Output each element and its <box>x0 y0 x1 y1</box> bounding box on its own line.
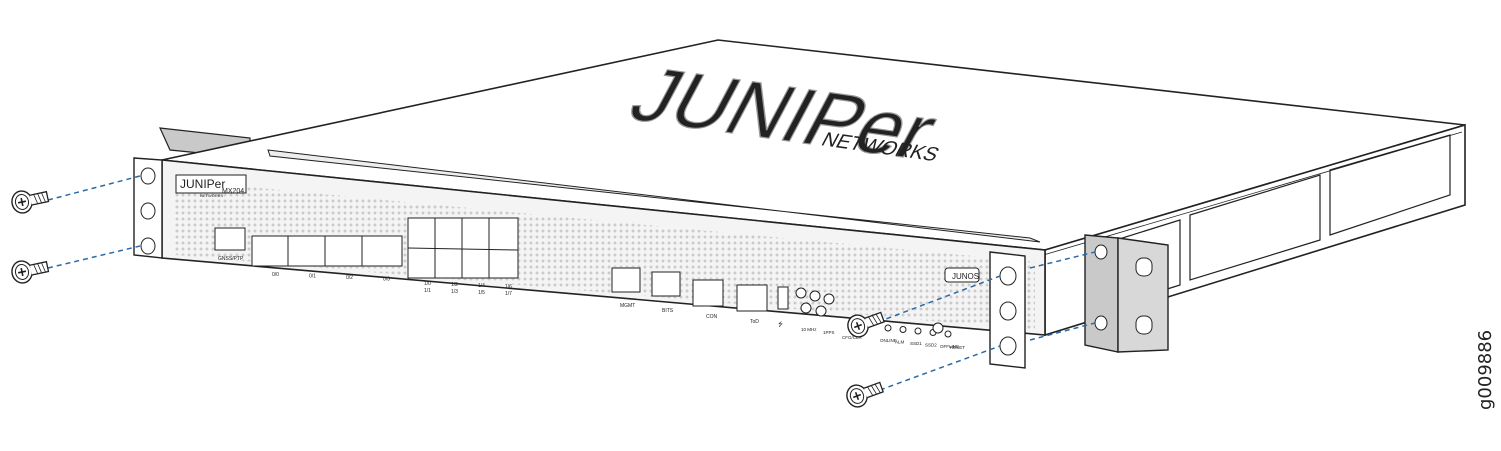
dashed-guide <box>877 275 1001 323</box>
front-perforation <box>175 180 1035 330</box>
coax-connector <box>823 293 835 305</box>
sfp-top-label: 1/0 <box>424 281 431 287</box>
rear-bracket-flange <box>1117 237 1169 353</box>
model-label: MX204 <box>222 188 244 195</box>
gnss-port <box>214 227 246 251</box>
status-led <box>944 330 952 338</box>
brand-logo: JUNIPer <box>180 177 225 191</box>
dashed-guide <box>1029 251 1096 269</box>
status-led-label: ONLINE <box>880 338 897 343</box>
mounting-screw <box>9 255 51 286</box>
coax-connector <box>800 302 812 314</box>
sfp-group-label: 0/2 <box>346 275 353 281</box>
sfp-group-label: 0/1 <box>309 274 316 280</box>
sfp-cage-0 <box>251 235 403 267</box>
status-led-label: ALM <box>895 340 905 345</box>
sfp-top-label: 1/2 <box>451 282 458 288</box>
mgmt-label: MGMT <box>620 303 635 309</box>
sfp-group-label: 0/3 <box>383 277 390 283</box>
brand-logo-sub: NETWORKS <box>200 193 223 198</box>
mounting-screw <box>843 375 886 411</box>
sfp-bottom-label: 1/5 <box>478 290 485 296</box>
coax-connector <box>795 287 807 299</box>
logo-box <box>175 174 247 194</box>
cfg-clr-label: CFG/CLR <box>842 335 863 340</box>
gnss-label: GNSS/PTP <box>218 256 244 262</box>
sfp-top-label: 1/4 <box>478 283 485 289</box>
os-badge-label: JUNOS <box>952 272 979 281</box>
sfp-bottom-label: 1/3 <box>451 289 458 295</box>
bracket-hole <box>1094 244 1108 260</box>
ear-hole <box>140 237 156 255</box>
mounting-screw <box>9 185 51 216</box>
bits-port <box>651 271 681 297</box>
bracket-slot <box>1135 315 1153 335</box>
usb-icon: ⭍ <box>778 320 783 328</box>
sfp-top-label: 1/6 <box>505 284 512 290</box>
sfp-group-label: 0/0 <box>272 272 279 278</box>
side-cutout <box>1329 134 1451 236</box>
dashed-guide <box>879 345 1001 391</box>
tod-port <box>736 284 768 312</box>
reset-button[interactable] <box>932 322 944 334</box>
con-port <box>692 279 724 307</box>
os-badge <box>944 267 980 283</box>
bracket-hole <box>1094 315 1108 331</box>
mgmt-port <box>611 267 641 293</box>
usb-port <box>777 286 789 310</box>
dashed-guide <box>1029 322 1096 341</box>
status-led <box>914 327 922 335</box>
bracket-slot <box>1135 257 1153 277</box>
status-led-label: SSD1 <box>910 341 922 346</box>
coax-connector <box>815 305 827 317</box>
bits-label: BITS <box>662 308 674 314</box>
reset-label: RESET <box>950 345 965 350</box>
status-led <box>884 324 892 332</box>
side-cutout <box>1189 174 1321 281</box>
ear-hole <box>140 202 156 220</box>
sfp-bottom-label: 1/7 <box>505 291 512 297</box>
status-led-label: OFFLINE <box>940 344 959 349</box>
status-led <box>899 326 907 333</box>
status-led-label: SSD2 <box>925 343 937 348</box>
figure-id: g009886 <box>1475 330 1496 410</box>
chassis-top-ridge <box>267 149 1041 243</box>
clk-1pps-label: 1PPS <box>823 330 835 335</box>
ear-hole <box>999 301 1017 321</box>
dashed-guide <box>47 175 141 201</box>
ear-hole <box>999 336 1017 356</box>
con-label: CON <box>706 314 718 320</box>
sfp-bottom-label: 1/1 <box>424 288 431 294</box>
ear-hole <box>999 266 1017 286</box>
coax-connector <box>809 290 821 302</box>
ear-hole <box>140 167 156 185</box>
dashed-guide <box>47 245 141 269</box>
tod-label: ToD <box>750 319 759 325</box>
clk-10mhz-label: 10 MHz <box>801 327 817 332</box>
